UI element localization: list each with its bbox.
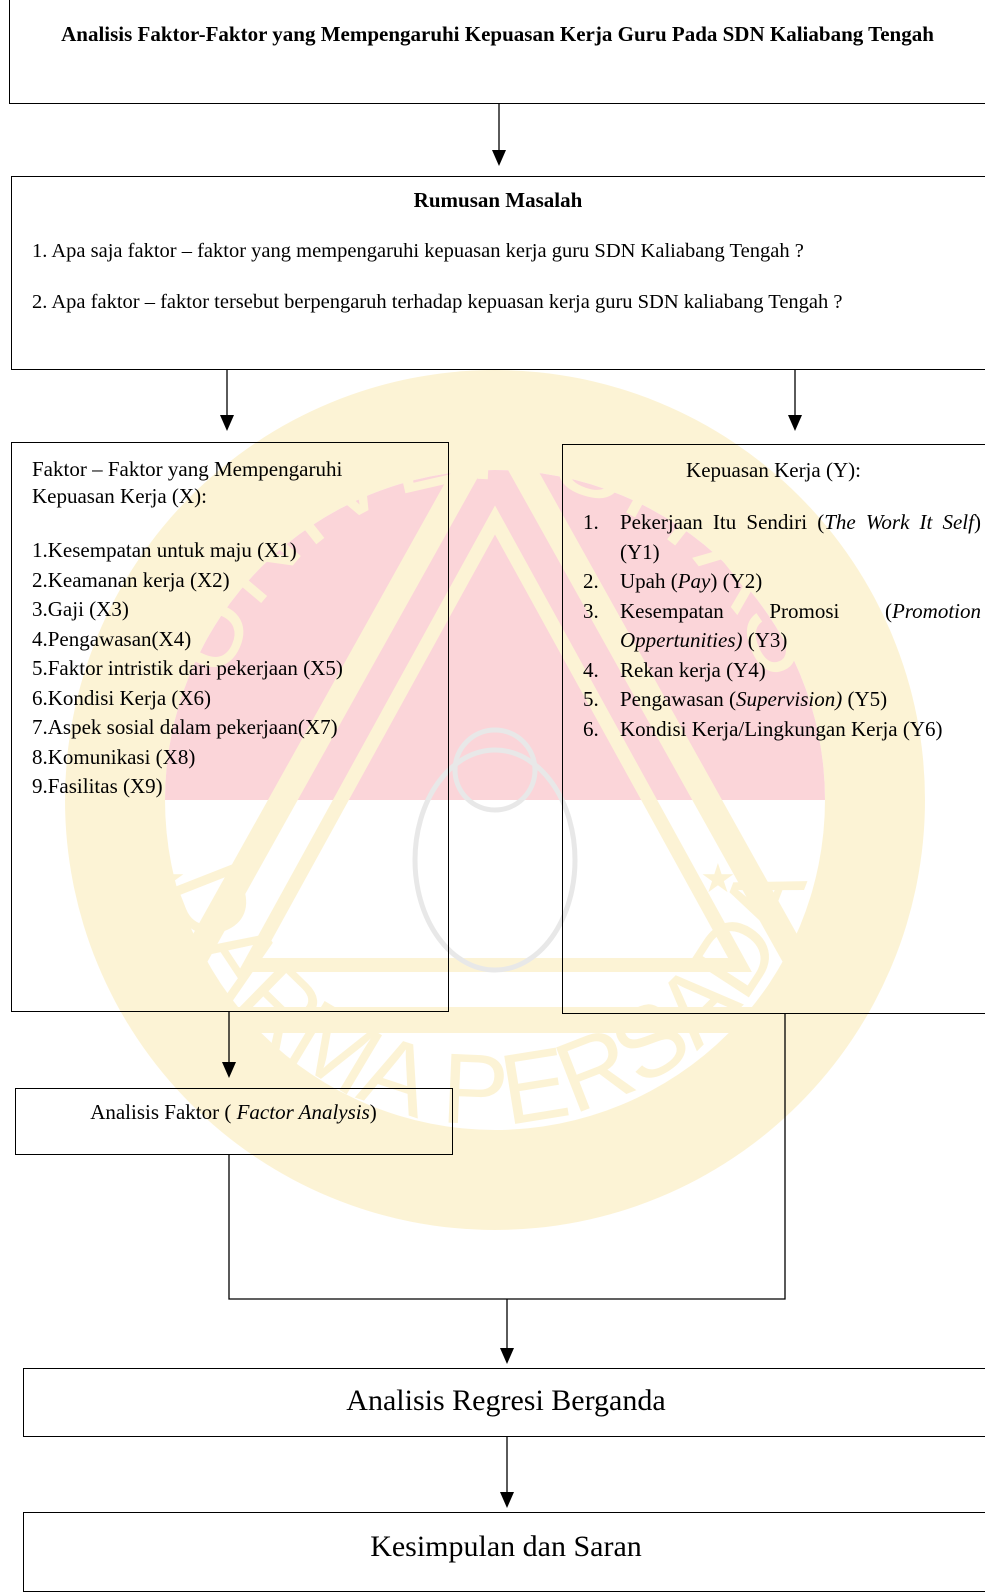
kepuasan-item: 1. Pekerjaan Itu Sendiri (The Work It Se… (583, 510, 981, 564)
svg-text:★: ★ (150, 856, 186, 901)
faktor-item: 6.Kondisi Kerja (X6) (32, 685, 212, 710)
kepuasan-item: 5. Pengawasan (Supervision) (Y5) (583, 687, 888, 711)
factor-analysis-box (15, 1088, 453, 1155)
diagram-title: Analisis Faktor-Faktor yang Mempengaruhi… (61, 22, 934, 46)
regression-label: Analisis Regresi Berganda (346, 1384, 666, 1417)
arrowhead (500, 1492, 514, 1508)
kepuasan-kerja-box (562, 444, 985, 1014)
svg-text:★: ★ (700, 856, 736, 901)
rumusan-masalah-box (11, 176, 985, 370)
title-box (9, 0, 985, 104)
arrowhead (788, 415, 802, 431)
conclusion-label: Kesimpulan dan Saran (370, 1530, 642, 1563)
rumusan-item: 1. Apa saja faktor – faktor yang mempeng… (32, 240, 804, 262)
arrowhead (220, 415, 234, 431)
kepuasan-item: 6. Kondisi Kerja/Lingkungan Kerja (Y6) (583, 716, 943, 741)
faktor-item: 1.Kesempatan untuk maju (X1) (32, 538, 297, 562)
faktor-item: 7.Aspek sosial dalam pekerjaan(X7) (32, 715, 338, 739)
kepuasan-item: 2. Upah (Pay) (Y2) (583, 569, 763, 593)
regression-box (23, 1368, 985, 1437)
factor-analysis-label: Analisis Faktor ( Factor Analysis) (90, 1100, 377, 1124)
faktor-item: 5.Faktor intristik dari pekerjaan (X5) (32, 656, 343, 680)
faktor-item: 8.Komunikasi (X8) (32, 744, 196, 769)
faktor-item: 9.Fasilitas (X9) (32, 774, 163, 798)
faktor-list: 1.Kesempatan untuk maju (X1) 2.Keamanan … (32, 536, 343, 802)
kepuasan-heading: Kepuasan Kerja (Y): (686, 458, 861, 482)
rumusan-masalah-heading: Rumusan Masalah (413, 188, 583, 212)
kepuasan-list: 1. Pekerjaan Itu Sendiri (The Work It Se… (583, 508, 981, 744)
merge-line (228, 1014, 786, 1300)
arrowhead (500, 1348, 514, 1364)
faktor-heading: Faktor – Faktor yang Mempengaruhi Kepuas… (32, 457, 343, 508)
arrowhead (492, 150, 506, 166)
kepuasan-item: 3. Kesempatan Promosi (Promotion Oppertu… (583, 598, 981, 653)
faktor-item: 2.Keamanan kerja (X2) (32, 567, 230, 592)
kepuasan-item: 4. Rekan kerja (Y4) (583, 657, 766, 682)
faktor-item: 3.Gaji (X3) (32, 597, 129, 621)
arrowhead (222, 1062, 236, 1078)
rumusan-item: 2. Apa faktor – faktor tersebut berpenga… (32, 291, 843, 313)
faktor-box (11, 442, 449, 1012)
faktor-item: 4.Pengawasan(X4) (32, 626, 192, 651)
